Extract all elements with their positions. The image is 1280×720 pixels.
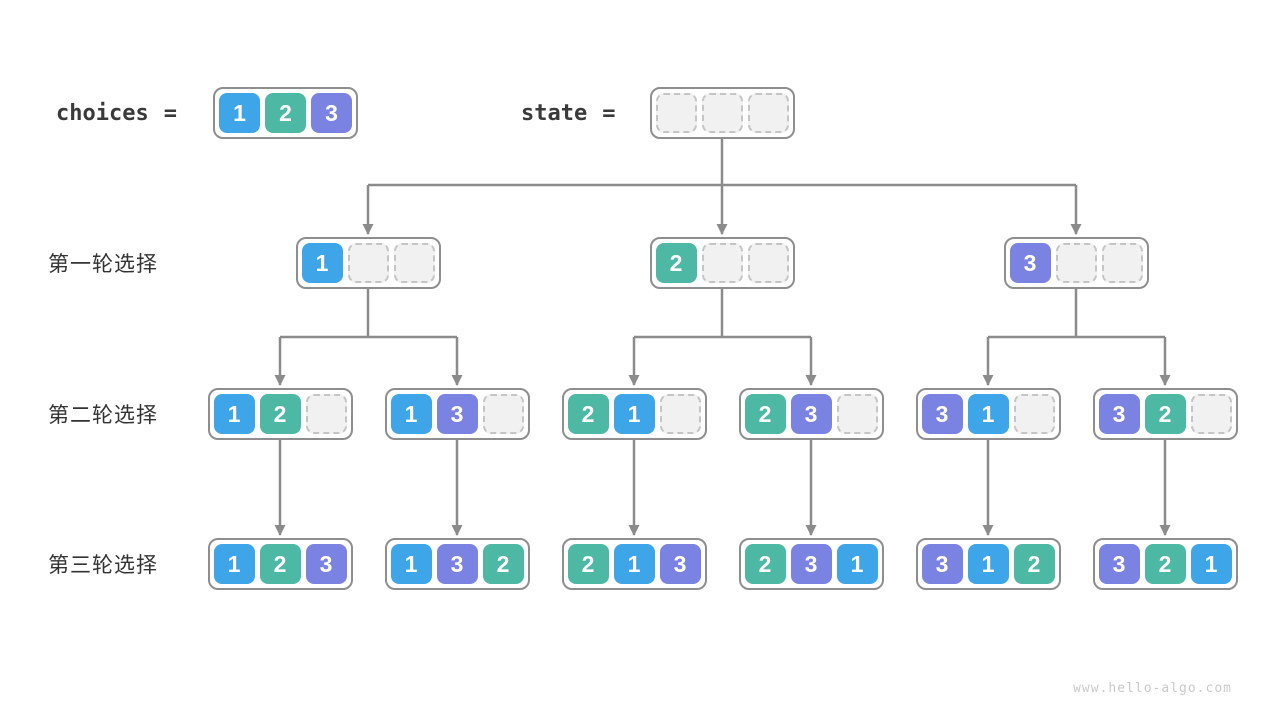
empty-cell (701, 243, 743, 283)
value-cell-3: 3 (1098, 394, 1140, 434)
empty-cell (655, 93, 697, 133)
empty-cell (482, 394, 524, 434)
empty-cell (1055, 243, 1097, 283)
value-cell-2: 2 (744, 394, 786, 434)
value-cell-3: 3 (311, 93, 352, 133)
round-3-label: 第三轮选择 (48, 554, 158, 577)
value-cell-1: 1 (1190, 544, 1232, 584)
round1-box-3: 3 (1003, 237, 1149, 289)
equals-sign: = (602, 100, 616, 126)
value-cell-1: 1 (213, 544, 255, 584)
value-cell-1: 1 (301, 243, 343, 283)
value-cell-3: 3 (659, 544, 701, 584)
empty-cell (393, 243, 435, 283)
value-cell-3: 3 (305, 544, 347, 584)
value-cell-2: 2 (259, 544, 301, 584)
value-cell-2: 2 (259, 394, 301, 434)
equals-sign: = (163, 100, 177, 126)
value-cell-2: 2 (482, 544, 524, 584)
empty-cell (1190, 394, 1232, 434)
value-cell-2: 2 (265, 93, 306, 133)
value-cell-3: 3 (790, 544, 832, 584)
empty-cell (836, 394, 878, 434)
value-cell-1: 1 (613, 394, 655, 434)
value-cell-2: 2 (1013, 544, 1055, 584)
watermark: www.hello-algo.com (1073, 681, 1232, 696)
value-cell-2: 2 (1144, 394, 1186, 434)
value-cell-1: 1 (967, 394, 1009, 434)
choices-label: choices (56, 100, 149, 126)
value-cell-1: 1 (613, 544, 655, 584)
state-label: state (521, 100, 588, 126)
value-cell-1: 1 (213, 394, 255, 434)
empty-cell (1013, 394, 1055, 434)
value-cell-2: 2 (567, 394, 609, 434)
state-expression: state = (521, 87, 615, 139)
empty-cell (747, 243, 789, 283)
value-cell-3: 3 (1098, 544, 1140, 584)
round-1-label: 第一轮选择 (48, 253, 158, 276)
value-cell-2: 2 (1144, 544, 1186, 584)
value-cell-3: 3 (921, 544, 963, 584)
empty-cell (1101, 243, 1143, 283)
value-cell-3: 3 (436, 394, 478, 434)
empty-cell (347, 243, 389, 283)
value-cell-2: 2 (655, 243, 697, 283)
value-cell-3: 3 (921, 394, 963, 434)
value-cell-3: 3 (436, 544, 478, 584)
empty-cell (659, 394, 701, 434)
choices-expression: choices = (56, 87, 177, 139)
value-cell-1: 1 (836, 544, 878, 584)
value-cell-2: 2 (567, 544, 609, 584)
value-cell-3: 3 (1009, 243, 1051, 283)
value-cell-1: 1 (390, 544, 432, 584)
empty-cell (305, 394, 347, 434)
round-2-label: 第二轮选择 (48, 404, 158, 427)
round1-box-1: 1 (295, 237, 441, 289)
value-cell-1: 1 (219, 93, 260, 133)
empty-cell (747, 93, 789, 133)
tree-edges (274, 139, 1171, 536)
value-cell-2: 2 (744, 544, 786, 584)
value-cell-1: 1 (967, 544, 1009, 584)
empty-cell (701, 93, 743, 133)
value-cell-1: 1 (390, 394, 432, 434)
round1-box-2: 2 (649, 237, 795, 289)
value-cell-3: 3 (790, 394, 832, 434)
state-root-box (649, 87, 795, 139)
